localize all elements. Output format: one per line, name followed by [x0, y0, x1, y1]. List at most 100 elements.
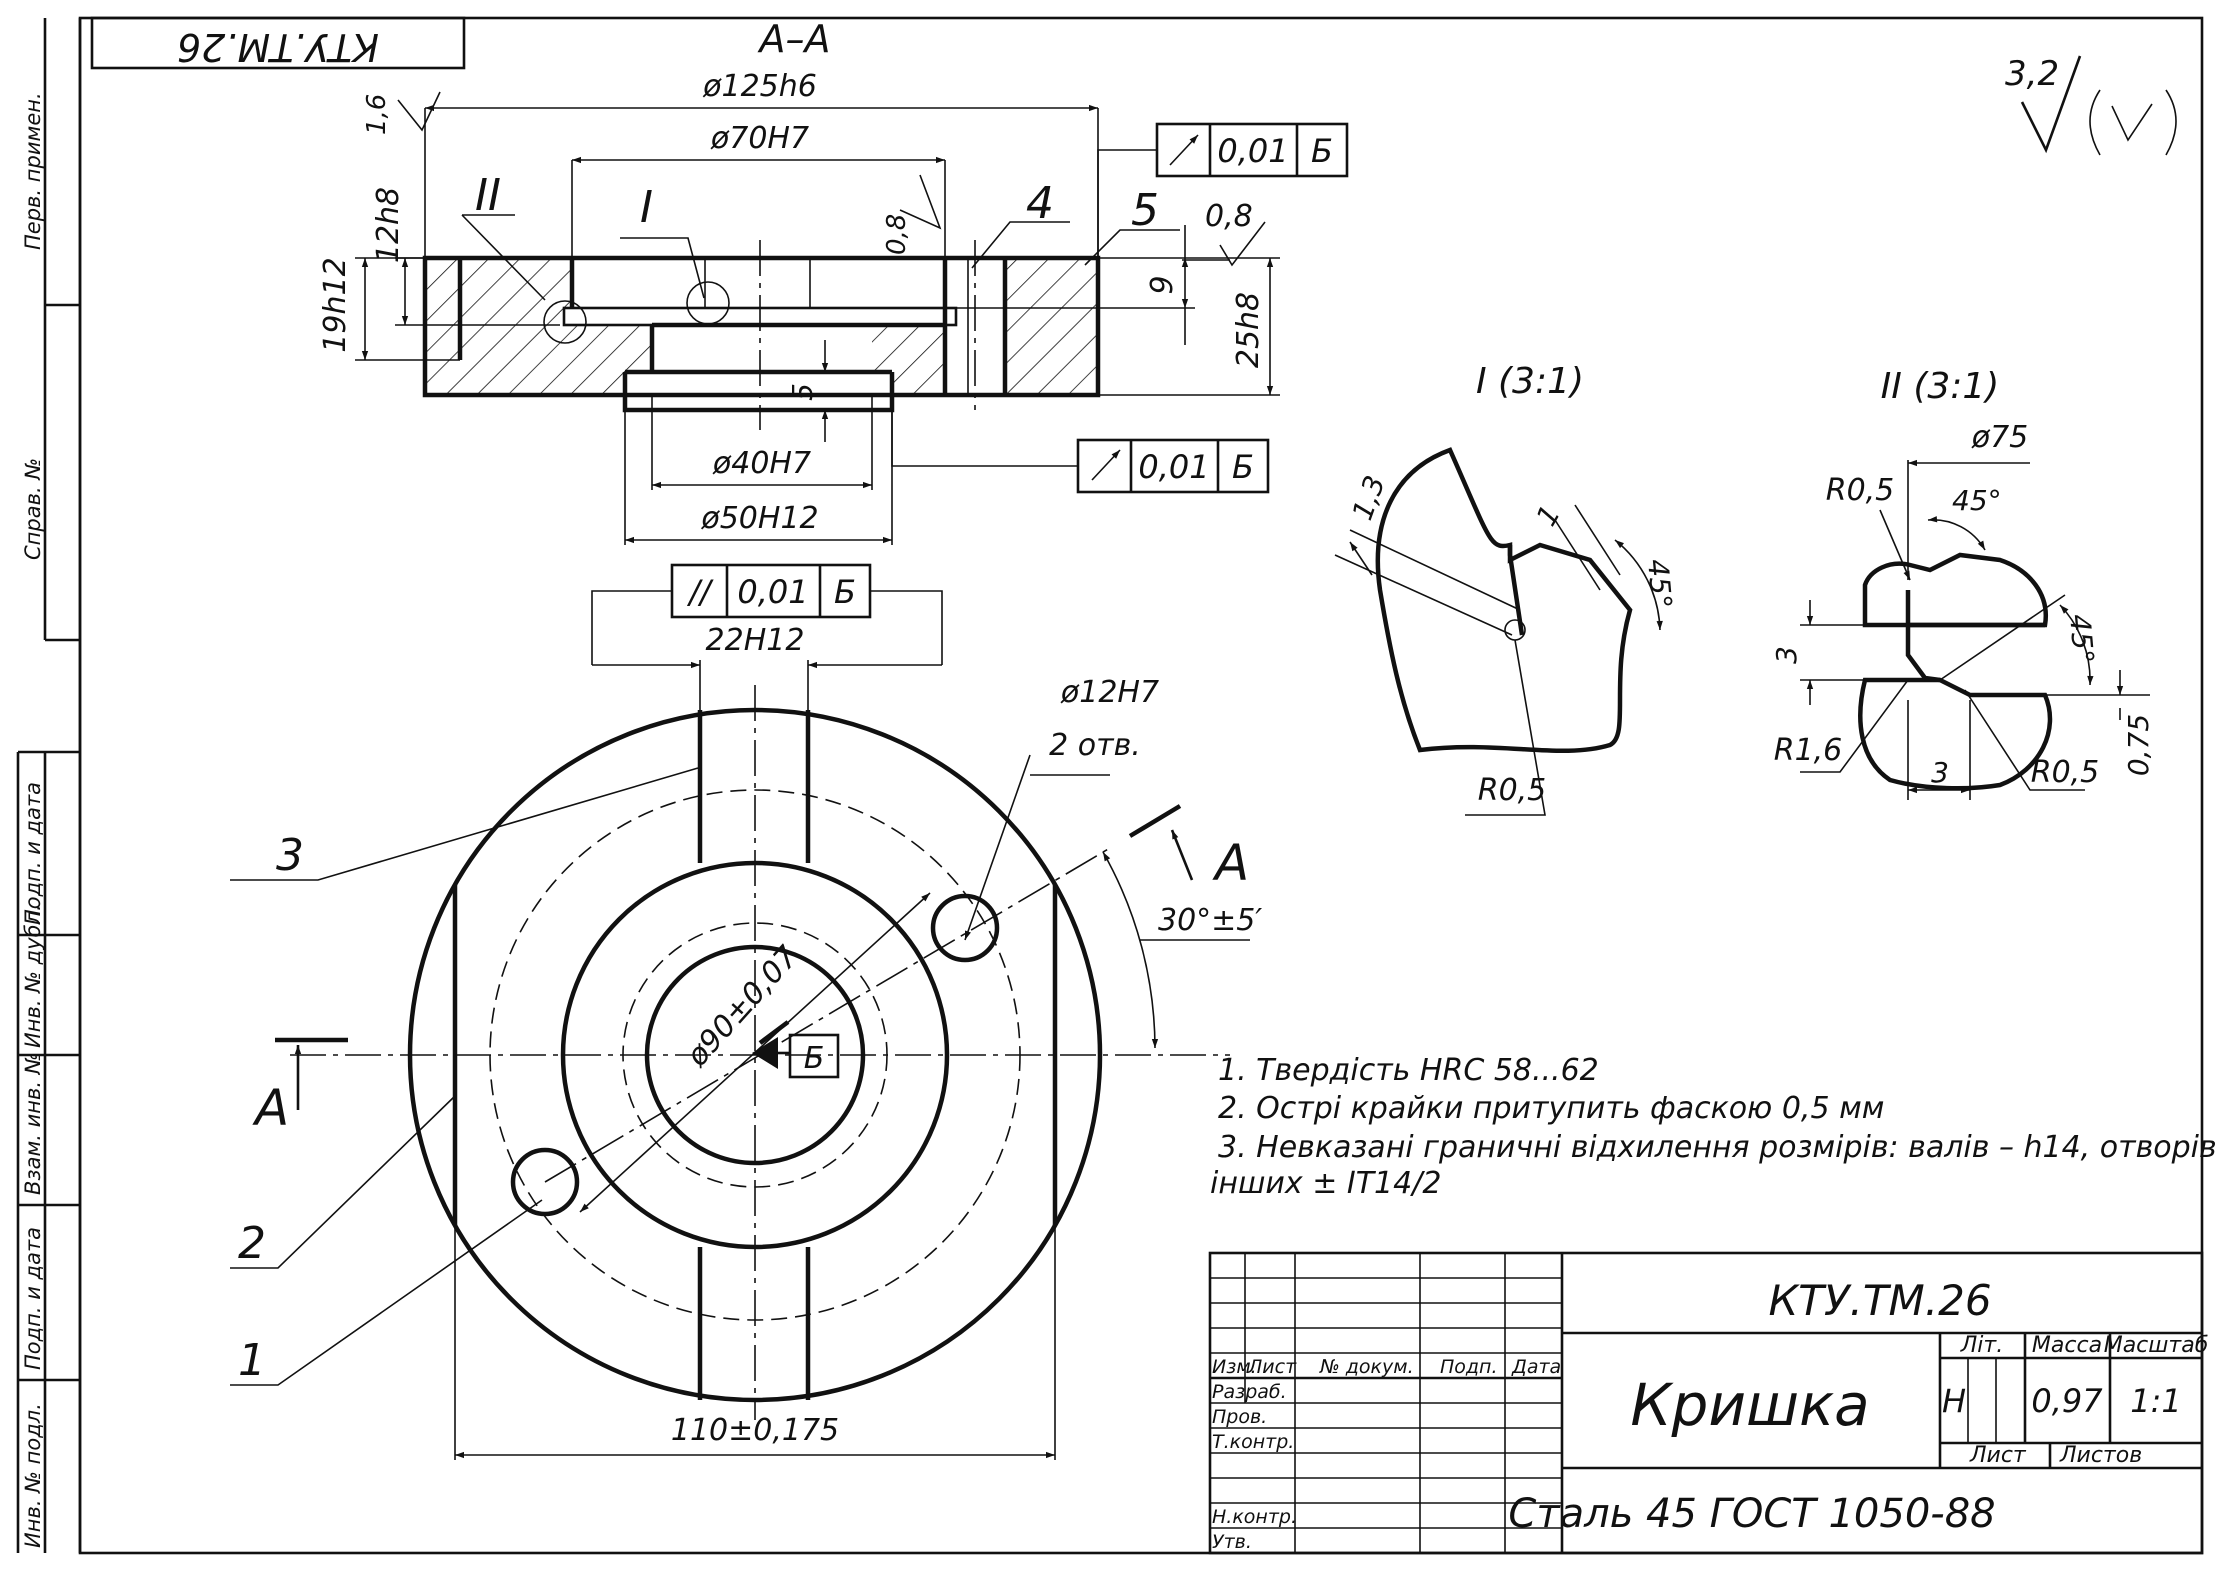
detail-II-r16: R1,6 — [1774, 733, 1843, 768]
tb-col-doc: № докум. — [1319, 1356, 1414, 1378]
detail-II-dim-3-left: 3 — [1770, 646, 1803, 664]
angle-30: 30°±5′ — [1158, 903, 1262, 938]
tb-row-tkontr: Т.контр. — [1212, 1431, 1294, 1453]
detail-II-title: II (3:1) — [1881, 366, 2000, 407]
leader-2: 2 — [238, 1218, 266, 1269]
section-title: А–А — [757, 17, 831, 61]
top-stamp-code: КТУ.ТМ.26 — [177, 25, 379, 69]
tb-col-list: Лист — [1247, 1356, 1297, 1378]
datum-b: Б — [804, 1041, 825, 1076]
section-a-a: А–А ø125h6 — [318, 17, 1349, 545]
dim-hole-count: 2 отв. — [1049, 728, 1141, 763]
note-3-cont: інших ± IT14/2 — [1210, 1166, 1441, 1201]
dim-d40: ø40H7 — [712, 446, 811, 481]
top-stamp: КТУ.ТМ.26 — [90, 16, 466, 70]
detail-I: I (3:1) 1,3 1 45° R0,5 — [1334, 361, 1678, 816]
tb-row-nkontr: Н.контр. — [1212, 1506, 1297, 1528]
tol-par-base: Б — [834, 573, 856, 611]
tb-lit-value: Н — [1942, 1382, 1966, 1420]
detail-I-dim-1: 1 — [1529, 500, 1566, 532]
dim-9: 9 — [1145, 275, 1180, 294]
tb-col-data: Дата — [1511, 1356, 1561, 1378]
tb-mass-value: 0,97 — [2031, 1382, 2103, 1420]
tb-col-izm: Изм. — [1212, 1356, 1257, 1378]
technical-notes: 1. Твердість HRC 58...62 2. Острі крайки… — [1210, 1053, 2222, 1201]
detail-II-r05-top: R0,5 — [1826, 473, 1895, 508]
tb-material: Сталь 45 ГОСТ 1050-88 — [1508, 1491, 1995, 1537]
tb-row-razrab: Разраб. — [1212, 1381, 1287, 1403]
side-podp-data-2: Подп. и дата — [21, 1227, 45, 1370]
dim-5: 5 — [786, 383, 819, 401]
dim-d50: ø50H12 — [700, 501, 818, 536]
section-hatch-right — [1005, 258, 1098, 395]
note-1: 1. Твердість HRC 58...62 — [1218, 1053, 1599, 1088]
detail-II-body-bottom — [1858, 677, 2053, 791]
tb-sheet-label: Лист — [1969, 1443, 2027, 1468]
roughness-value: 3,2 — [2005, 54, 2059, 94]
tb-lit-header: Літ. — [1960, 1333, 2003, 1358]
tolerance-frame-top: 0,01 Б — [1097, 122, 1349, 258]
leader-3: 3 — [276, 830, 304, 881]
detail-II-dim-075: 0,75 — [2122, 714, 2155, 776]
tolerance-frame-mid: 0,01 Б — [891, 410, 1270, 494]
tb-col-podp: Подп. — [1440, 1356, 1498, 1378]
tb-row-utv: Утв. — [1212, 1531, 1252, 1553]
section-letter-right: А — [1212, 834, 1249, 892]
side-stamp: Перв. примен. Справ. № Подп. и дата Инв.… — [16, 18, 80, 1553]
dim-d125: ø125h6 — [702, 69, 817, 104]
tb-code: КТУ.ТМ.26 — [1768, 1276, 1991, 1325]
section-letter-left: А — [252, 1079, 289, 1137]
note-3: 3. Невказані граничні відхилення розмірі… — [1218, 1130, 2222, 1165]
tol-par-value: 0,01 — [737, 573, 808, 611]
leader-5: 5 — [1131, 185, 1159, 236]
side-inv-dubl: Инв. № дубл. — [21, 904, 45, 1048]
leader-II: II — [475, 170, 501, 221]
drawing-frame — [78, 16, 2204, 1555]
dim-25h8: 25h8 — [1231, 292, 1266, 368]
detail-I-radius: R0,5 — [1478, 773, 1547, 808]
detail-II-d75: ø75 — [1971, 420, 2029, 455]
title-block: КТУ.ТМ.26 Кришка Сталь 45 ГОСТ 1050-88 Л… — [1208, 1251, 2209, 1555]
detail-II: II (3:1) ø75 R0,5 45° 45° 3 R1,6 3 R0,5 … — [1770, 366, 2155, 800]
detail-II-angle-right: 45° — [2063, 613, 2100, 665]
roughness-symbol: 3,2 — [2005, 54, 2177, 156]
tol-top-value: 0,01 — [1217, 132, 1288, 170]
tb-scale-value: 1:1 — [2130, 1382, 2182, 1420]
side-podp-data-1: Подп. и дата — [21, 782, 45, 925]
dim-hole: ø12H7 — [1060, 675, 1159, 710]
section-hatch-left — [425, 258, 652, 395]
side-perv-primen: Перв. примен. — [21, 92, 45, 250]
dim-slot: 22H12 — [706, 623, 805, 658]
leader-4: 4 — [1026, 178, 1054, 229]
tol-mid-base: Б — [1232, 448, 1254, 486]
tol-mid-value: 0,01 — [1138, 448, 1209, 486]
tb-sheets-label: Листов — [2059, 1443, 2142, 1468]
dim-12h8: 12h8 — [371, 187, 406, 263]
section-hatch-middle — [872, 325, 945, 395]
tolerance-frame-parallel: // 0,01 Б — [591, 563, 943, 665]
dim-19h12: 19h12 — [318, 257, 353, 352]
roughness-08-a: 0,8 — [882, 214, 912, 255]
detail-I-body — [1375, 447, 1633, 754]
roughness-08-b: 0,8 — [1205, 199, 1253, 234]
tb-row-prov: Пров. — [1212, 1406, 1267, 1428]
detail-II-r05-bottom: R0,5 — [2031, 755, 2100, 790]
side-vzam-inv: Взам. инв. № — [21, 1052, 45, 1195]
plan-view: // 0,01 Б 22H12 — [230, 563, 1262, 1460]
side-sprav: Справ. № — [21, 458, 45, 560]
detail-II-angle-top: 45° — [1952, 484, 2002, 517]
detail-I-title: I (3:1) — [1476, 361, 1584, 402]
detail-I-angle: 45° — [1641, 558, 1678, 610]
detail-II-body-top — [1862, 552, 2049, 628]
tol-top-base: Б — [1311, 132, 1333, 170]
tb-scale-header: Масштаб — [2104, 1333, 2209, 1358]
leader-I: I — [640, 182, 653, 233]
side-inv-podl: Инв. № подл. — [21, 1403, 45, 1548]
leader-1: 1 — [238, 1335, 266, 1386]
dim-d70: ø70H7 — [710, 121, 809, 156]
tol-par-sym: // — [686, 573, 714, 611]
tb-mass-header: Масса — [2032, 1333, 2102, 1358]
note-2: 2. Острі крайки притупить фаскою 0,5 мм — [1218, 1091, 1884, 1126]
tb-name: Кришка — [1630, 1371, 1869, 1439]
